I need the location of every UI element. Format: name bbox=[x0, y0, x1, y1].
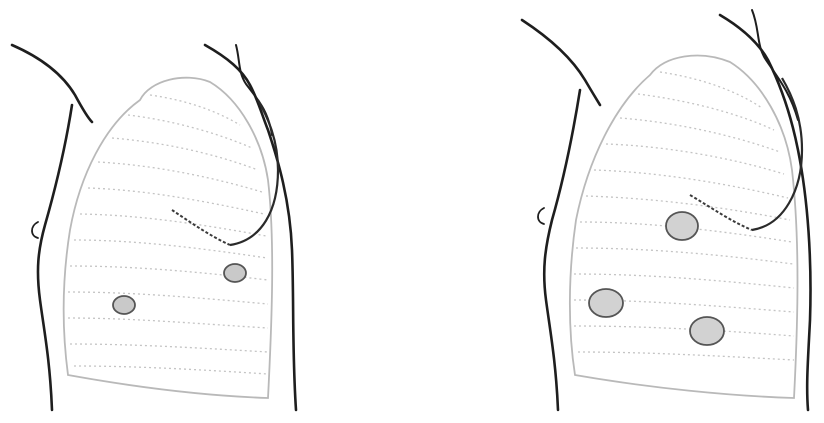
rib-lines bbox=[68, 95, 268, 374]
shoulder-contour bbox=[752, 10, 798, 120]
lesion-spot bbox=[113, 296, 135, 314]
front-body-contour bbox=[12, 45, 92, 410]
lesion-spot bbox=[224, 264, 246, 282]
shoulder-contour bbox=[236, 45, 272, 135]
nipple-marker bbox=[538, 208, 544, 224]
lung-fissure bbox=[690, 195, 752, 230]
lesion-spot bbox=[666, 212, 698, 240]
back-body-contour bbox=[205, 45, 296, 410]
lesion-spot bbox=[690, 317, 724, 345]
nipple-marker bbox=[32, 222, 38, 238]
right-panel bbox=[522, 10, 811, 410]
left-panel bbox=[12, 45, 296, 410]
lung-fissure bbox=[172, 210, 230, 245]
lesion-spot bbox=[589, 289, 623, 317]
